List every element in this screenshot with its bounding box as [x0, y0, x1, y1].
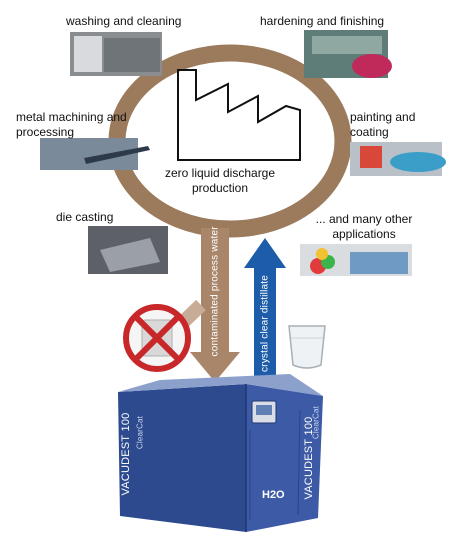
- label-metal-machining: metal machining and processing: [16, 110, 127, 139]
- photo-washing: [70, 32, 162, 76]
- distillate-arrow: [244, 238, 286, 382]
- label-die-casting: die casting: [56, 210, 114, 224]
- cycle-ring: [108, 44, 352, 238]
- machine-logo: H2O: [262, 489, 285, 501]
- label-painting-coating: painting and coating: [350, 110, 416, 139]
- forbidden-sign-icon: [123, 304, 191, 372]
- photo-painting: [350, 142, 446, 176]
- contaminated-water-arrow: [190, 228, 240, 382]
- photo-die-casting: [88, 226, 168, 274]
- label-many-applications: ... and many other applications: [315, 212, 413, 241]
- machine-sub-right: ClearCat: [311, 405, 321, 440]
- photo-machining: [40, 138, 150, 170]
- vacudest-machine: [118, 374, 323, 532]
- distillate-label: crystal clear distillate: [259, 274, 271, 373]
- machine-sub-left: ClearCat: [135, 415, 145, 450]
- factory-icon: [177, 69, 301, 161]
- zero-liquid-discharge-text: zero liquid discharge production: [164, 166, 276, 195]
- photo-many: [300, 244, 412, 276]
- label-washing-cleaning: washing and cleaning: [66, 14, 182, 28]
- photo-hardening: [304, 30, 392, 78]
- label-hardening-finishing: hardening and finishing: [260, 14, 385, 28]
- clear-beaker-icon: [288, 325, 326, 369]
- machine-brand-left: VACUDEST 100: [120, 412, 132, 496]
- contaminated-water-label: contaminated process water: [209, 226, 221, 357]
